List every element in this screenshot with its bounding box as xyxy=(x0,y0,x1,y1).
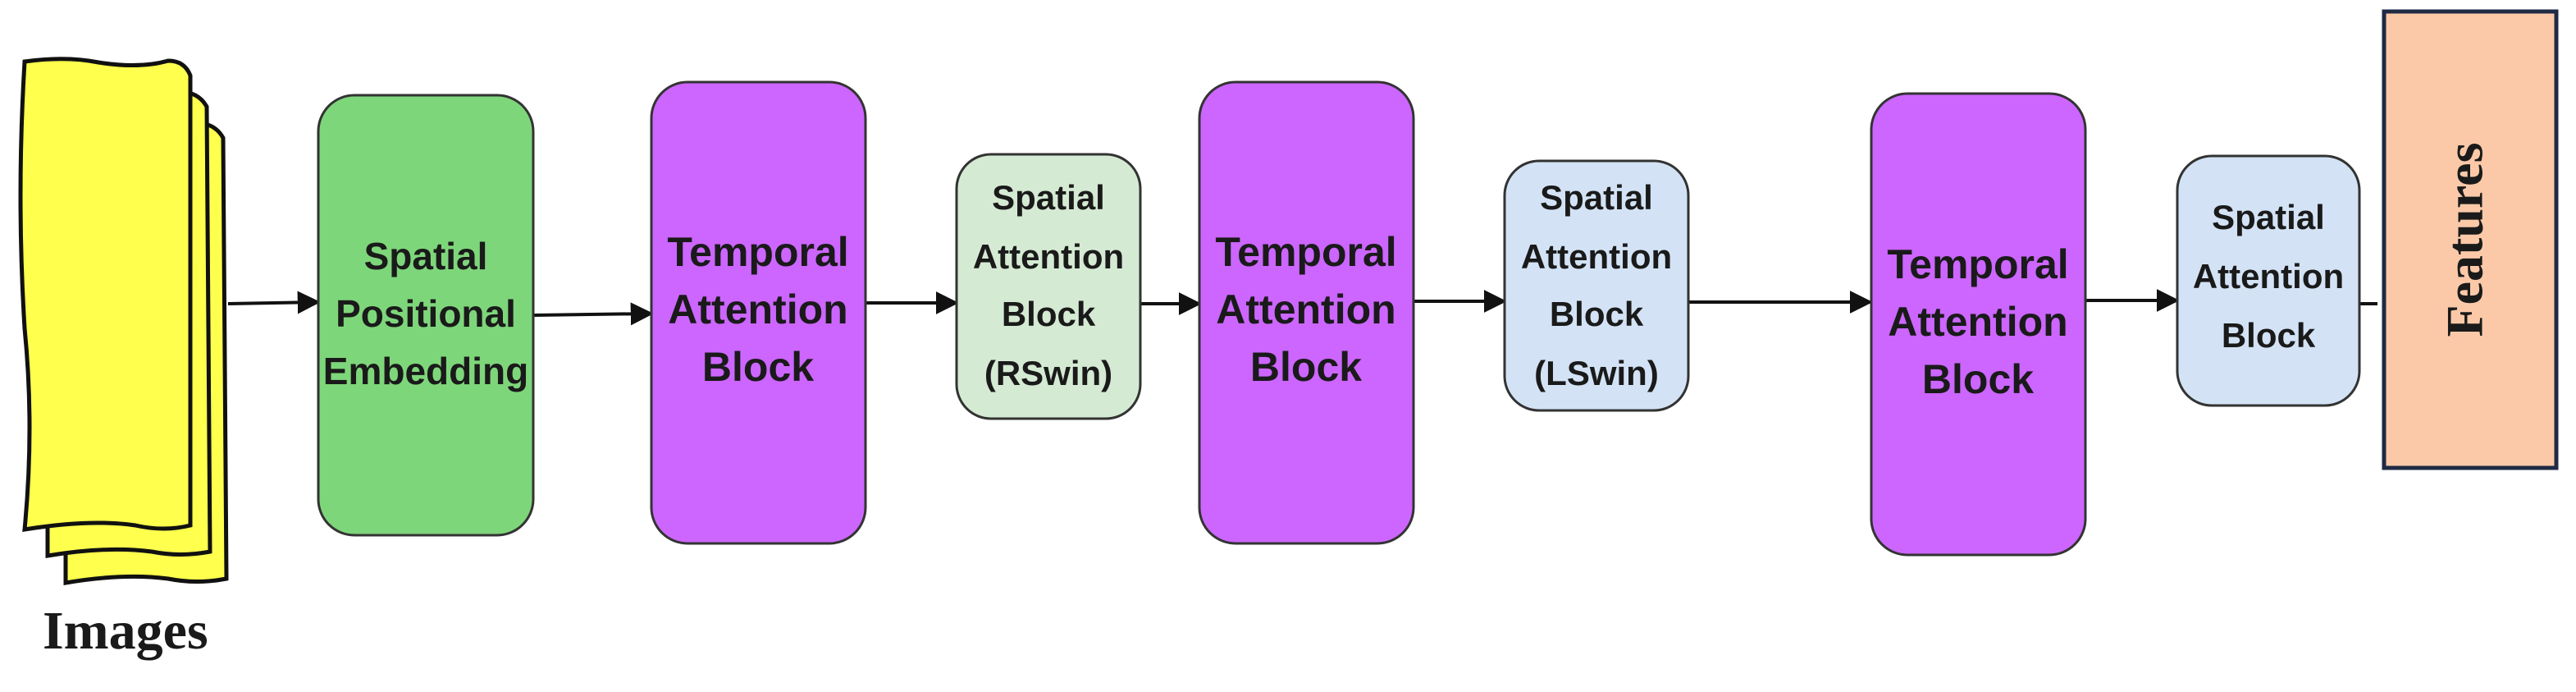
block-temporal-attention-1: Temporal Attention Block xyxy=(650,80,867,545)
image-sheet-front xyxy=(18,57,193,532)
block-label-line: Spatial xyxy=(1540,178,1653,217)
block-label-line: Block xyxy=(1250,344,1362,390)
block-label-line: Spatial xyxy=(992,178,1105,217)
edge-embedding-to-temporal-1 xyxy=(532,302,654,326)
block-temporal-attention-3: Temporal Attention Block xyxy=(1870,92,2087,557)
block-spatial-attention-rswin: Spatial Attention Block (RSwin) xyxy=(955,153,1142,420)
block-label-line: Positional xyxy=(336,292,516,335)
block-temporal-attention-2: Temporal Attention Block xyxy=(1198,80,1415,545)
block-label-line: Temporal xyxy=(1887,241,2068,287)
block-label-line: Attention xyxy=(1216,286,1395,332)
block-label-line: Block xyxy=(1002,295,1096,333)
edge-images-to-embedding xyxy=(227,291,321,314)
features-label: Features xyxy=(2436,143,2494,337)
block-label-line: Spatial xyxy=(2212,198,2325,236)
block-label-line: Temporal xyxy=(1215,229,1396,275)
block-label-line: Block xyxy=(2222,316,2316,355)
block-label-line: Block xyxy=(1922,356,2034,402)
block-label-line: Attention xyxy=(1521,237,1672,276)
block-label-line: Embedding xyxy=(323,350,528,392)
edges xyxy=(227,289,2377,326)
image-stack xyxy=(18,57,229,585)
block-label-line: Attention xyxy=(2193,257,2344,296)
block-label-line: (RSwin) xyxy=(984,354,1112,392)
block-label-line: Attention xyxy=(1888,299,2067,345)
block-label-line: (LSwin) xyxy=(1534,354,1659,392)
block-spatial-positional-embedding: Spatial Positional Embedding xyxy=(317,94,535,537)
block-label-line: Block xyxy=(1550,295,1644,333)
block-label-line: Attention xyxy=(668,286,847,332)
block-label-line: Spatial xyxy=(364,235,488,277)
block-label-line: Temporal xyxy=(667,229,848,275)
images-label: Images xyxy=(43,601,208,661)
features-output: Features xyxy=(2382,9,2559,470)
block-label-line: Attention xyxy=(973,237,1124,276)
block-spatial-attention-lswin: Spatial Attention Block (LSwin) xyxy=(1503,159,1690,412)
block-spatial-attention: Spatial Attention Block xyxy=(2176,154,2361,407)
features-box xyxy=(2382,9,2559,470)
block-label-line: Block xyxy=(702,344,814,390)
